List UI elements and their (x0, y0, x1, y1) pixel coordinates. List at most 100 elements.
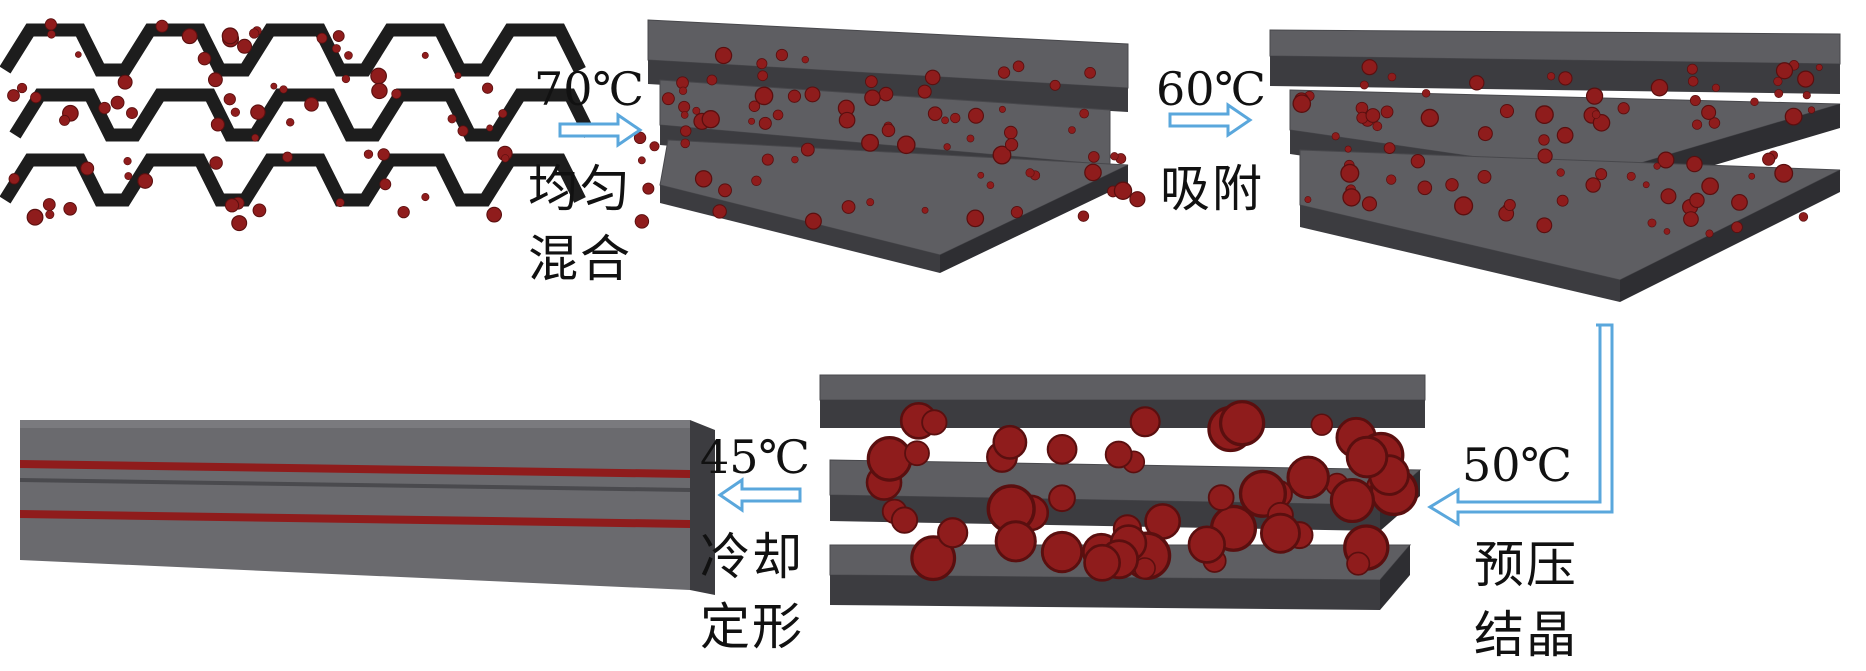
particle-icon (253, 204, 266, 217)
particle-icon (748, 118, 754, 124)
particle-icon (232, 216, 247, 231)
particle-icon (801, 143, 814, 156)
particle-icon (138, 174, 153, 189)
particle-icon (1732, 195, 1748, 211)
particle-icon (1411, 154, 1424, 167)
particle-icon (252, 134, 259, 141)
particle-icon (209, 73, 223, 87)
step4-temperature: 45℃ (700, 434, 810, 480)
particle-icon (156, 20, 168, 32)
particle-icon (1596, 169, 1607, 180)
particle-icon (231, 108, 240, 117)
particle-icon (372, 83, 387, 98)
particle-icon (1085, 164, 1101, 180)
particle-icon (944, 144, 951, 151)
particle-icon (305, 98, 319, 112)
particle-icon (1455, 197, 1473, 215)
particle-icon (1803, 91, 1810, 98)
particle-icon (776, 49, 787, 60)
particle-icon (1664, 228, 1670, 234)
particle-icon (1688, 76, 1698, 86)
particle-icon (283, 152, 293, 162)
particle-icon (1592, 111, 1600, 119)
particle-icon (124, 157, 132, 165)
particle-icon (1388, 73, 1396, 81)
particle-icon (1347, 437, 1387, 477)
particle-icon (922, 207, 928, 213)
particle-icon (1111, 152, 1119, 160)
particle-icon (1026, 169, 1034, 177)
particle-icon (1808, 107, 1815, 114)
particle-icon (1648, 219, 1656, 227)
particle-icon (271, 83, 277, 89)
particle-icon (198, 52, 211, 65)
particle-icon (1536, 106, 1553, 123)
particle-icon (998, 67, 1009, 78)
particle-icon (839, 112, 854, 127)
particle-icon (333, 31, 344, 42)
step4-label-line2: 定形 (700, 602, 804, 652)
particle-icon (1085, 67, 1096, 78)
particle-icon (681, 111, 688, 118)
particle-icon (1586, 178, 1600, 192)
particle-icon (1049, 485, 1075, 511)
particle-icon (928, 107, 942, 121)
particle-icon (487, 207, 502, 222)
particle-icon (9, 174, 20, 185)
particle-icon (842, 201, 855, 214)
particle-icon (1366, 109, 1380, 123)
particle-icon (332, 44, 340, 52)
particle-icon (1114, 182, 1131, 199)
particle-icon (1478, 127, 1492, 141)
particle-icon (371, 68, 387, 84)
particle-icon (59, 115, 69, 125)
particle-icon (1504, 199, 1515, 210)
particle-icon (1050, 80, 1060, 90)
particle-icon (27, 209, 43, 225)
particle-icon (1690, 95, 1700, 105)
particle-icon (222, 28, 238, 44)
particle-icon (978, 172, 984, 178)
particle-icon (1085, 545, 1120, 580)
step4-label-line1: 冷却 (700, 532, 804, 582)
particle-icon (1221, 402, 1264, 445)
particle-icon (1042, 532, 1081, 571)
particle-icon (487, 125, 493, 131)
particle-icon (501, 155, 509, 163)
particle-icon (1106, 442, 1132, 468)
particle-icon (679, 101, 690, 112)
polymer-chain-icon (5, 30, 580, 70)
particle-icon (1347, 552, 1369, 574)
particle-icon (364, 150, 373, 159)
step3-temperature: 50℃ (1462, 442, 1572, 488)
process-arrow-icon (560, 115, 640, 145)
particle-icon (862, 134, 879, 151)
particle-icon (1470, 76, 1484, 90)
particle-icon (45, 19, 56, 30)
particle-icon (210, 157, 222, 169)
particle-icon (422, 193, 429, 200)
particle-icon (681, 139, 690, 148)
particle-icon (1131, 407, 1160, 436)
particle-icon (1418, 181, 1432, 195)
particle-icon (792, 156, 799, 163)
particle-icon (1627, 172, 1635, 180)
particle-icon (994, 426, 1026, 458)
particle-icon (64, 202, 77, 215)
particle-icon (1080, 109, 1089, 118)
particle-icon (1618, 103, 1629, 114)
particle-icon (1311, 414, 1332, 435)
sheet-top (820, 375, 1425, 400)
particle-icon (773, 110, 783, 120)
step2-label-line1: 吸附 (1160, 164, 1264, 214)
particle-icon (81, 162, 94, 175)
particle-icon (905, 441, 929, 465)
particle-icon (693, 107, 700, 114)
particle-icon (46, 210, 54, 218)
particle-icon (249, 29, 259, 39)
particle-icon (286, 118, 294, 126)
particle-icon (1189, 527, 1225, 563)
particle-icon (422, 52, 428, 58)
particle-icon (1261, 514, 1299, 552)
